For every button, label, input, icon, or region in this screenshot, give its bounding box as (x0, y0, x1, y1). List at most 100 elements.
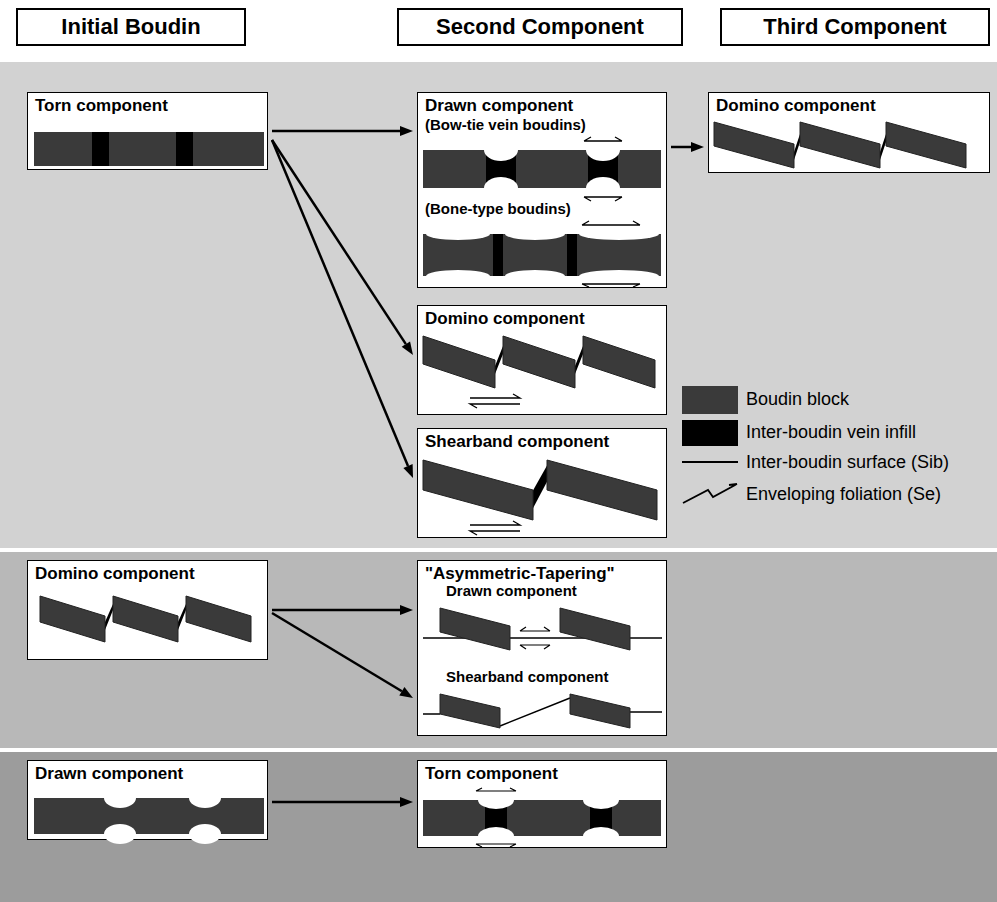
drawn-boudin-strip (189, 788, 221, 808)
domino-boudin-chain (186, 596, 251, 642)
panel-title: Drawn component (425, 96, 573, 116)
domino-boudin-chain (40, 596, 105, 642)
bow-tie-boudin-strip (588, 150, 618, 188)
asymmetric-drawn-boudins (423, 608, 662, 650)
domino-boudin-chain (714, 122, 966, 168)
panel-title: "Asymmetric-Tapering" (425, 564, 615, 584)
boudin-panel: Torn component (417, 760, 667, 848)
domino-boudin-chain (886, 122, 966, 168)
arrow-head (399, 687, 413, 698)
bow-tie-boudin-strip (484, 177, 518, 199)
arrow-line (272, 609, 400, 612)
domino-boudin-chain (113, 596, 178, 642)
arrow-line (272, 140, 408, 466)
bone-type-boudin-strip (505, 228, 565, 240)
arrow-head (400, 126, 413, 136)
asymmetric-drawn-boudins (560, 608, 630, 650)
domino-boudin-chain (423, 336, 495, 388)
grey-band (0, 62, 997, 548)
torn-vein-boudin-strip (583, 827, 619, 845)
domino-boudin-chain (105, 604, 113, 630)
panel-title: Domino component (716, 96, 876, 116)
panel-title: Domino component (35, 564, 195, 584)
drawn-boudin-strip (34, 788, 264, 844)
flow-arrow (272, 140, 413, 355)
drawn-boudin-strip (104, 788, 136, 808)
domino-boudin-chain (178, 604, 186, 630)
legend-sample (683, 484, 737, 503)
arrow-line (272, 140, 406, 344)
torn-boudin-strip (34, 132, 264, 166)
arrow-line (272, 130, 400, 133)
domino-boudin-chain (575, 346, 583, 374)
column-header-box: Initial Boudin (16, 8, 246, 46)
panel-title: Shearband component (425, 432, 609, 452)
asymmetric-shearband-boudins (570, 694, 630, 728)
torn-boudin-strip (34, 132, 264, 166)
torn-vein-boudin-strip (583, 791, 619, 809)
asymmetric-drawn-boudins (440, 608, 510, 650)
legend-label: Enveloping foliation (Se) (746, 484, 941, 506)
panel-subtitle: Shearband component (446, 668, 609, 685)
bow-tie-boudin-strip (586, 177, 620, 199)
asymmetric-shearband-boudins (423, 698, 662, 726)
column-heading: Third Component (763, 14, 946, 40)
torn-vein-boudin-strip (590, 800, 612, 836)
drawn-boudin-strip (104, 824, 136, 844)
panel-title: Domino component (425, 309, 585, 329)
torn-vein-boudin-strip (478, 827, 514, 845)
bone-type-boudin-strip (579, 228, 659, 240)
bow-tie-boudin-strip (586, 139, 620, 161)
boudin-panel: Domino component (417, 305, 667, 415)
column-heading: Initial Boudin (61, 14, 200, 40)
panel-title: Torn component (425, 764, 558, 784)
torn-vein-boudin-strip (476, 788, 516, 847)
grey-band (0, 552, 997, 748)
bone-type-boudin-strip (426, 228, 490, 240)
column-header-box: Third Component (720, 8, 990, 46)
flow-arrow (272, 126, 413, 136)
panel-subtitle: Drawn component (446, 582, 577, 599)
asymmetric-shearband-boudins (440, 694, 500, 728)
column-header-box: Second Component (397, 8, 683, 46)
domino-boudin-chain (423, 336, 655, 408)
shearband-boudin-pair (547, 460, 657, 520)
boudin-panel: Drawn component (27, 760, 268, 840)
bone-type-boudin-strip (582, 221, 640, 287)
domino-boudin-chain (495, 346, 503, 374)
flow-arrow (272, 605, 413, 615)
torn-vein-boudin-strip (478, 791, 514, 809)
legend-swatch (682, 420, 738, 446)
panel-subtitle: (Bow-tie vein boudins) (425, 116, 586, 133)
legend-label: Inter-boudin vein infill (746, 422, 916, 444)
arrow-head (402, 341, 413, 355)
bone-type-boudin-strip (426, 270, 490, 282)
domino-boudin-chain (40, 596, 251, 642)
boudin-panel: Domino component (27, 560, 268, 660)
legend-label: Boudin block (746, 389, 849, 411)
boudin-panel: Torn component (27, 92, 268, 170)
arrow-line (272, 613, 402, 691)
flow-arrow (671, 142, 704, 152)
torn-boudin-strip (92, 132, 109, 166)
legend-swatch (682, 386, 738, 414)
domino-boudin-chain (880, 134, 886, 160)
bow-tie-boudin-strip (486, 150, 516, 188)
boudin-panel: Domino component (708, 92, 990, 173)
domino-boudin-chain (794, 134, 800, 160)
torn-vein-boudin-strip (423, 800, 661, 836)
domino-boudin-chain (800, 122, 880, 168)
drawn-boudin-strip (189, 824, 221, 844)
panel-subtitle: (Bone-type boudins) (425, 200, 571, 217)
column-heading: Second Component (436, 14, 644, 40)
shearband-boudin-pair (531, 462, 549, 512)
torn-boudin-strip (176, 132, 193, 166)
flow-arrow (272, 613, 413, 698)
boudin-panel: Drawn component(Bow-tie vein boudins) (Bo… (417, 92, 667, 288)
arrow-head (691, 142, 704, 152)
domino-boudin-chain (503, 336, 575, 388)
bow-tie-boudin-strip (584, 137, 622, 201)
arrow-head (400, 605, 413, 615)
shearband-boudin-pair (423, 460, 533, 520)
